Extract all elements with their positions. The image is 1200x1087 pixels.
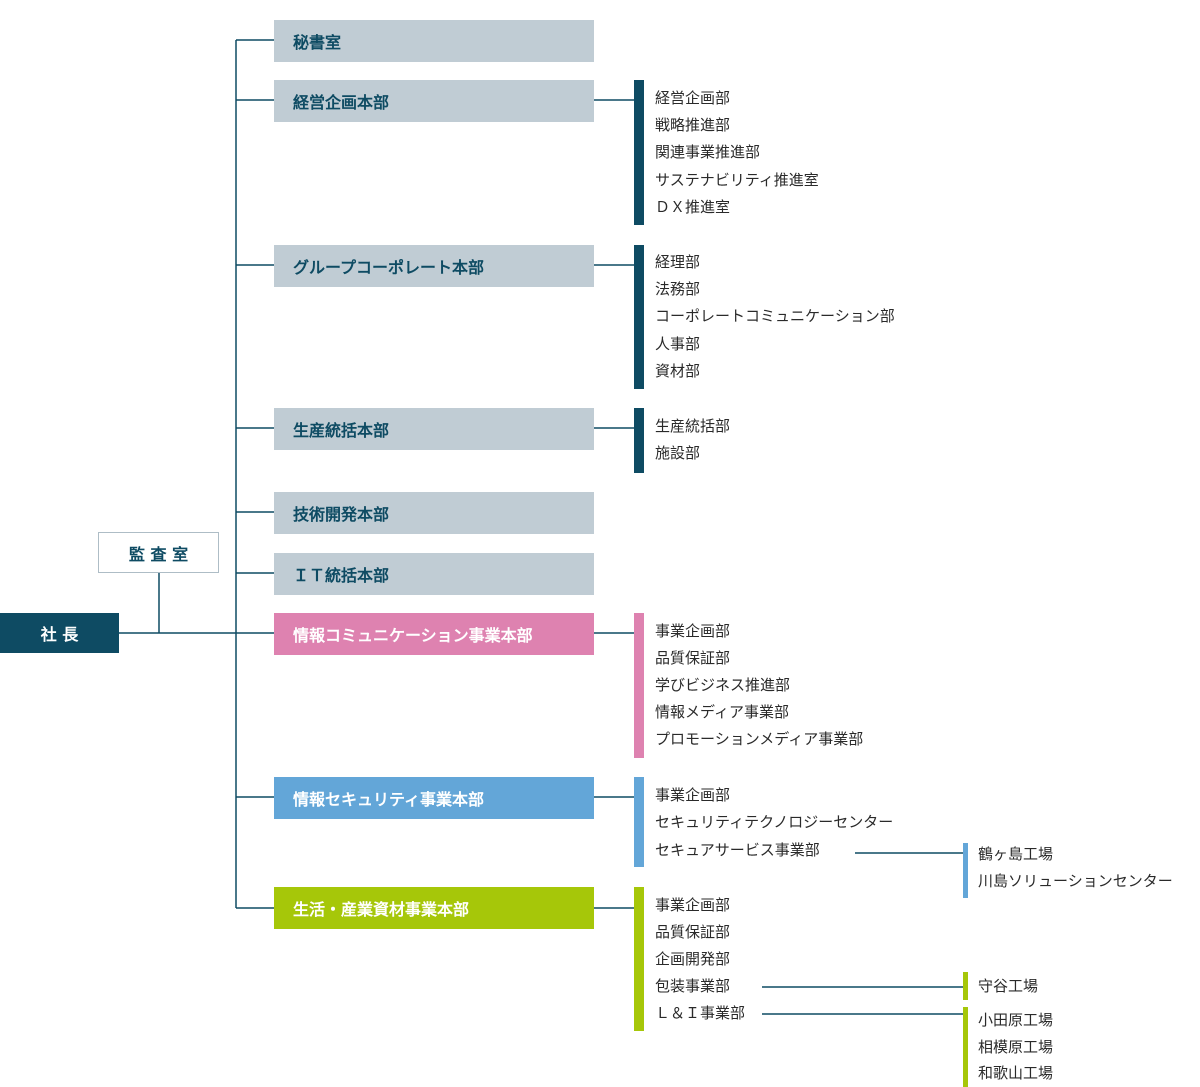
dept-item: コーポレートコミュニケーション部: [655, 307, 895, 325]
dept-item: 品質保証部: [655, 649, 731, 667]
dept-item: 法務部: [655, 280, 701, 298]
hq-box-corporate-planning: 経営企画本部: [274, 80, 594, 122]
dept-item: 人事部: [655, 335, 701, 353]
dept-item: 事業企画部: [655, 896, 731, 914]
dept-item: 包装事業部: [655, 977, 731, 995]
dept-item: 事業企画部: [655, 786, 731, 804]
dept-item: ＤＸ推進室: [655, 198, 731, 216]
dept-bar-joho-comm: [634, 613, 644, 758]
dept-item: 戦略推進部: [655, 116, 731, 134]
dept-item: 学びビジネス推進部: [655, 676, 791, 694]
sub-unit-item: 川島ソリューションセンター: [978, 872, 1173, 890]
dept-item: 資材部: [655, 362, 701, 380]
sub-unit-item: 和歌山工場: [978, 1064, 1054, 1082]
hq-box-technology: 技術開発本部: [274, 492, 594, 534]
dept-bar-seikatsu: [634, 887, 644, 1031]
dept-item: 経理部: [655, 253, 701, 271]
president-box: 社 長: [0, 613, 119, 653]
dept-item: 情報メディア事業部: [655, 703, 789, 721]
sub-unit-item: 守谷工場: [978, 977, 1039, 995]
dept-item: 品質保証部: [655, 923, 731, 941]
dept-item: セキュアサービス事業部: [655, 841, 820, 859]
hq-box-secretariat: 秘書室: [274, 20, 594, 62]
dept-item: 関連事業推進部: [655, 143, 761, 161]
sub-bar-secure-service: [963, 843, 968, 898]
sub-unit-item: 相模原工場: [978, 1038, 1054, 1056]
dept-item: セキュリティテクノロジーセンター: [655, 813, 894, 831]
dept-bar-corporate: [634, 245, 644, 389]
hq-box-group-corporate: グループコーポレート本部: [274, 245, 594, 287]
dept-item: プロモーションメディア事業部: [655, 730, 864, 748]
sub-bar-li: [963, 1007, 968, 1087]
hq-box-info-security: 情報セキュリティ事業本部: [274, 777, 594, 819]
dept-bar-security: [634, 777, 644, 867]
dept-item: サステナビリティ推進室: [655, 171, 819, 189]
sub-unit-item: 鶴ヶ島工場: [978, 845, 1054, 863]
hq-box-living-industrial: 生活・産業資材事業本部: [274, 887, 594, 929]
dept-item: 経営企画部: [655, 89, 731, 107]
dept-bar-keiei: [634, 80, 644, 225]
sub-unit-item: 小田原工場: [978, 1011, 1054, 1029]
audit-office-box: 監 査 室: [98, 532, 219, 573]
hq-box-production: 生産統括本部: [274, 408, 594, 450]
dept-item: 施設部: [655, 444, 701, 462]
dept-item: 企画開発部: [655, 950, 731, 968]
dept-item: 事業企画部: [655, 622, 731, 640]
dept-item: 生産統括部: [655, 417, 731, 435]
sub-bar-packaging: [963, 972, 968, 1000]
hq-box-it: ＩＴ統括本部: [274, 553, 594, 595]
hq-box-info-communication: 情報コミュニケーション事業本部: [274, 613, 594, 655]
dept-bar-seisan: [634, 408, 644, 473]
dept-item: Ｌ＆Ｉ事業部: [655, 1004, 746, 1022]
